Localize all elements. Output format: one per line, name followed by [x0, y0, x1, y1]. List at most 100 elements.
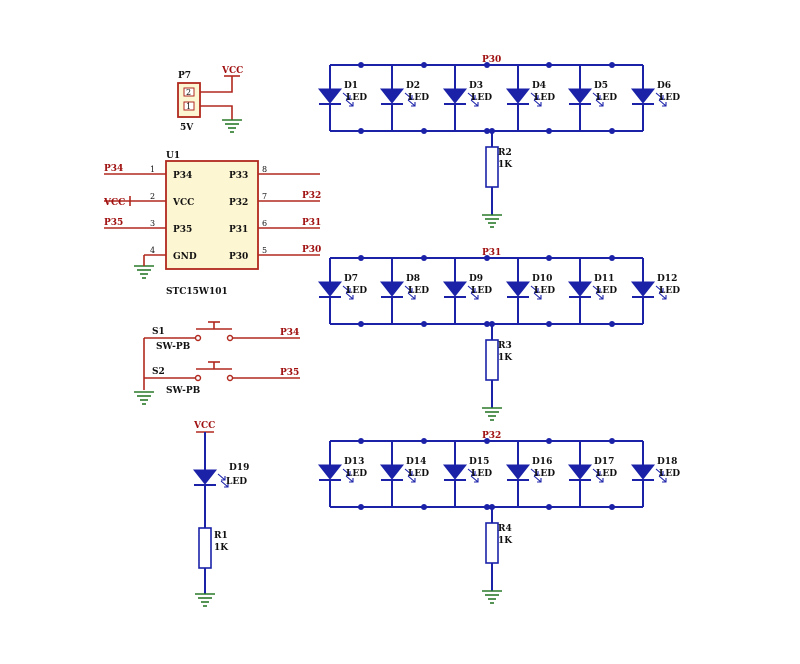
switch-net: P34 — [280, 328, 299, 338]
led-icon — [442, 464, 468, 480]
led-icon — [379, 281, 405, 297]
led-icon — [630, 88, 656, 104]
led-icon — [505, 464, 531, 480]
mcu-pin-num: 5 — [262, 246, 267, 255]
led-designator: D6 — [657, 81, 671, 91]
connector-pin-2-label: 2 — [186, 88, 191, 97]
connector-value: 5V — [180, 123, 194, 133]
mcu-body — [165, 160, 259, 270]
connector-pin-1-label: 1 — [186, 102, 191, 111]
power-led-circuit: VCC D19 LED R1 1K — [192, 421, 249, 607]
ground-icon — [134, 391, 154, 405]
led-icon — [317, 464, 343, 480]
ground-icon — [482, 590, 502, 604]
led-icon — [567, 88, 593, 104]
ground-icon — [482, 214, 502, 228]
mcu-pin-name: P33 — [229, 171, 248, 181]
led-type: LED — [659, 469, 680, 479]
led-icon — [317, 88, 343, 104]
led-designator: D1 — [344, 81, 358, 91]
led-designator: D14 — [406, 457, 426, 467]
led-icon — [192, 469, 218, 485]
led-designator: D10 — [532, 274, 552, 284]
led-type: LED — [659, 286, 680, 296]
switch-type: SW-PB — [166, 386, 201, 396]
mcu-pin-name: P32 — [229, 198, 248, 208]
mcu-pin-name: P35 — [173, 225, 192, 235]
led-designator: D8 — [406, 274, 420, 284]
net-label-p31: P31 — [302, 218, 321, 228]
led-icon — [567, 464, 593, 480]
led-designator: D5 — [594, 81, 608, 91]
resistor-designator: R4 — [498, 524, 512, 534]
led-designator: D9 — [469, 274, 483, 284]
mcu-pin-name: P31 — [229, 225, 248, 235]
led-designator: D3 — [469, 81, 483, 91]
bank-net-label: P32 — [482, 431, 501, 441]
bank-net-label: P30 — [482, 55, 501, 65]
mcu-pin-num: 1 — [150, 165, 155, 174]
power-connector: 2 1 P7 5V VCC — [177, 66, 243, 133]
ground-icon — [195, 593, 215, 607]
led-designator: D4 — [532, 81, 546, 91]
resistor-designator: R1 — [214, 531, 228, 541]
connector-pin-2 — [183, 87, 195, 97]
mcu-pin-num: 8 — [262, 165, 267, 174]
led-designator: D15 — [469, 457, 489, 467]
resistor-value: 1K — [498, 353, 513, 363]
led-type: LED — [659, 93, 680, 103]
led-type: LED — [534, 286, 555, 296]
led-designator: D19 — [229, 463, 249, 473]
mcu-part-number: STC15W101 — [166, 287, 228, 297]
mcu-pin-name: GND — [173, 252, 197, 262]
mcu-pin-name: VCC — [172, 198, 194, 208]
led-type: LED — [596, 469, 617, 479]
switch-type: SW-PB — [156, 342, 191, 352]
mcu-chip: U1 STC15W101 1 2 3 4 P34 VCC P35 GND P34… — [103, 151, 321, 297]
mcu-pin-num: 3 — [150, 219, 155, 228]
ground-icon — [222, 119, 242, 133]
led-designator: D17 — [594, 457, 614, 467]
led-designator: D18 — [657, 457, 677, 467]
led-type: LED — [471, 286, 492, 296]
net-label-p35: P35 — [104, 218, 123, 228]
net-label-p32: P32 — [302, 191, 321, 201]
mcu-pin-num: 4 — [150, 246, 155, 255]
led-type: LED — [346, 469, 367, 479]
mcu-designator: U1 — [166, 151, 180, 161]
led-type: LED — [471, 469, 492, 479]
led-type: LED — [534, 93, 555, 103]
push-buttons: S1 SW-PB P34 S2 SW-PB P35 — [134, 321, 300, 405]
led-icon — [630, 464, 656, 480]
led-type: LED — [346, 93, 367, 103]
resistor-value: 1K — [214, 543, 229, 553]
led-designator: D2 — [406, 81, 420, 91]
resistor-r2 — [485, 146, 499, 188]
led-type: LED — [596, 286, 617, 296]
resistor-value: 1K — [498, 536, 513, 546]
switch-designator: S1 — [152, 327, 165, 337]
ground-icon — [134, 265, 154, 279]
led-bank-p32: P32D13LEDD14LEDD15LEDD16LEDD17LEDD18LEDR… — [317, 431, 680, 604]
led-type: LED — [226, 477, 247, 487]
ground-icon — [482, 407, 502, 421]
led-type: LED — [346, 286, 367, 296]
led-type: LED — [534, 469, 555, 479]
led-type: LED — [408, 469, 429, 479]
led-banks: P30D1LEDD2LEDD3LEDD4LEDD5LEDD6LEDR21KP31… — [317, 55, 680, 604]
mcu-pin-num: 7 — [262, 192, 267, 201]
led-type: LED — [596, 93, 617, 103]
led-type: LED — [408, 93, 429, 103]
led-designator: D11 — [594, 274, 614, 284]
mcu-pin-num: 2 — [150, 192, 155, 201]
resistor-r3 — [485, 339, 499, 381]
resistor-value: 1K — [498, 160, 513, 170]
resistor-designator: R3 — [498, 341, 512, 351]
switch-net: P35 — [280, 368, 299, 378]
led-icon — [379, 88, 405, 104]
mcu-pin-name: P30 — [229, 252, 248, 262]
switch-designator: S2 — [152, 367, 165, 377]
led-icon — [505, 281, 531, 297]
